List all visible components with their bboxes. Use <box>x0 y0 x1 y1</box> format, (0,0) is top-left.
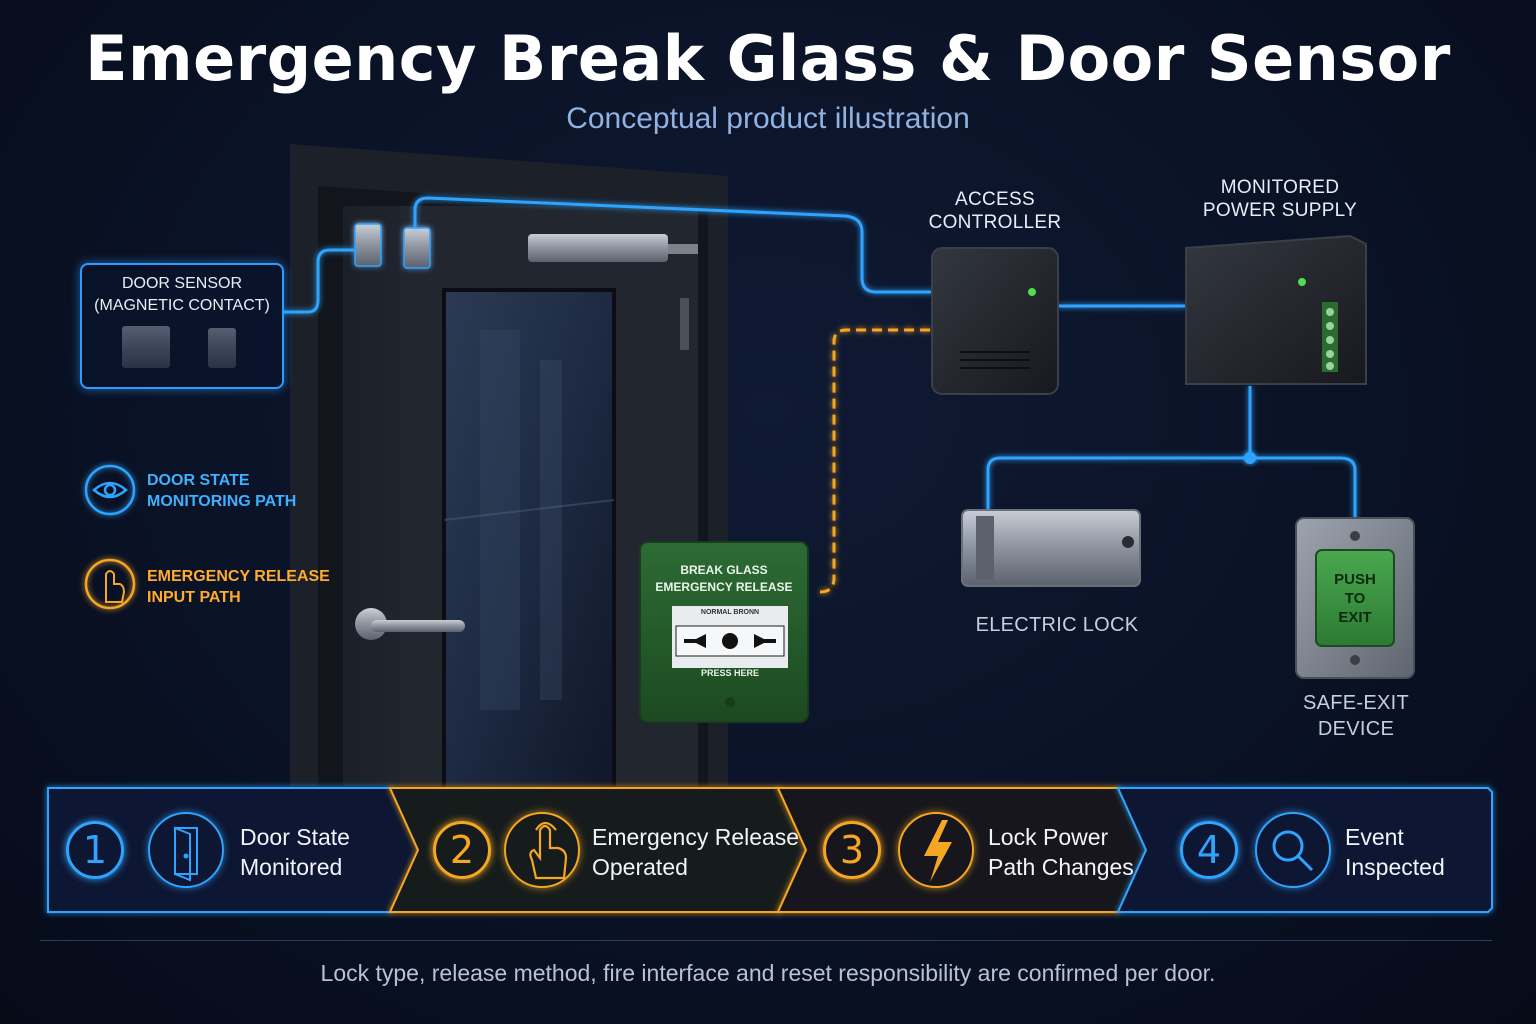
push-text: PUSH <box>1334 571 1376 588</box>
door-sensor-title: DOOR SENSOR <box>121 275 242 292</box>
door-state-wiring <box>282 196 1357 520</box>
legend-release-path-line1: EMERGENCY RELEASE <box>147 568 330 585</box>
step-2-line2: Operated <box>592 854 688 880</box>
step-3-number: 3 <box>823 821 881 879</box>
step-1-line2: Monitored <box>240 854 343 880</box>
footer-divider <box>40 940 1492 941</box>
break-glass-line2: EMERGENCY RELEASE <box>655 580 793 594</box>
step-4-number: 4 <box>1180 821 1238 879</box>
step-1-number: 1 <box>66 821 124 879</box>
access-controller-device <box>931 247 1059 395</box>
access-controller-label: ACCESS CONTROLLER <box>920 188 1070 234</box>
page-title: Emergency Break Glass & Door Sensor <box>85 22 1451 95</box>
exit-text: EXIT <box>1338 609 1372 626</box>
break-glass-line1: BREAK GLASS <box>680 563 768 577</box>
door <box>290 144 728 792</box>
door-sensor-subtitle: (MAGNETIC CONTACT) <box>94 297 270 314</box>
electric-lock-device <box>961 509 1141 587</box>
safe-exit-device <box>1295 517 1415 679</box>
step-3-icon-ring <box>898 812 974 888</box>
break-glass-device <box>639 541 809 723</box>
access-controller-label-line1: ACCESS <box>955 189 1035 210</box>
page-subtitle: Conceptual product illustration <box>566 102 970 135</box>
footer-note: Lock type, release method, fire interfac… <box>320 960 1216 986</box>
legend-release-path: EMERGENCY RELEASE INPUT PATH <box>147 566 330 608</box>
break-glass-press-text: PRESS HERE <box>700 668 760 678</box>
step-2-icon-ring <box>504 812 580 888</box>
door-sensor-panel: DOOR SENSOR (MAGNETIC CONTACT) <box>80 263 284 389</box>
step-3-label: Lock Power Path Changes <box>988 822 1134 882</box>
step-3-line2: Path Changes <box>988 854 1134 880</box>
break-glass-title: BREAK GLASS EMERGENCY RELEASE <box>640 562 808 596</box>
power-supply-device <box>1185 234 1367 385</box>
step-4-line2: Inspected <box>1345 854 1445 880</box>
step-1-icon-ring <box>148 812 224 888</box>
safe-exit-label-line1: SAFE-EXIT <box>1302 692 1410 714</box>
safe-exit-label: SAFE-EXIT DEVICE <box>1280 690 1432 742</box>
legend-door-path-line1: DOOR STATE <box>147 472 250 489</box>
legend-release-path-line2: INPUT PATH <box>147 589 241 606</box>
power-supply-label-line2: POWER SUPPLY <box>1202 200 1358 221</box>
power-supply-label-line1: MONITORED <box>1220 177 1340 198</box>
legend-door-path-line2: MONITORING PATH <box>147 493 297 510</box>
power-supply-label: MONITORED POWER SUPPLY <box>1190 176 1370 222</box>
step-3-line1: Lock Power <box>988 824 1109 850</box>
release-wiring <box>819 328 936 594</box>
step-4-line1: Event <box>1345 824 1404 850</box>
legend-door-path: DOOR STATE MONITORING PATH <box>147 470 296 512</box>
push-to-exit-button-text: PUSH TO EXIT <box>1316 570 1394 627</box>
to-text: TO <box>1344 590 1366 607</box>
eye-icon <box>84 464 136 516</box>
safe-exit-label-line2: DEVICE <box>1317 718 1395 740</box>
hand-press-icon <box>84 558 136 610</box>
break-glass-small-text: NORMAL BRONN <box>700 609 760 616</box>
step-1-label: Door State Monitored <box>240 822 350 882</box>
step-2-line1: Emergency Release <box>592 824 800 850</box>
step-1-line1: Door State <box>240 824 350 850</box>
step-4-label: Event Inspected <box>1345 822 1445 882</box>
step-2-number: 2 <box>433 821 491 879</box>
step-4-icon-ring <box>1255 812 1331 888</box>
access-controller-label-line2: CONTROLLER <box>928 212 1062 233</box>
electric-lock-label: ELECTRIC LOCK <box>975 614 1139 636</box>
step-2-label: Emergency Release Operated <box>592 822 799 882</box>
